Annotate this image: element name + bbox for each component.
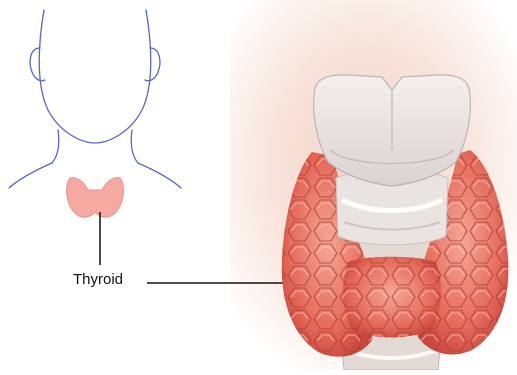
head-outline bbox=[9, 10, 181, 188]
small-thyroid-shape bbox=[67, 178, 124, 218]
thyroid-label: Thyroid bbox=[73, 271, 123, 289]
